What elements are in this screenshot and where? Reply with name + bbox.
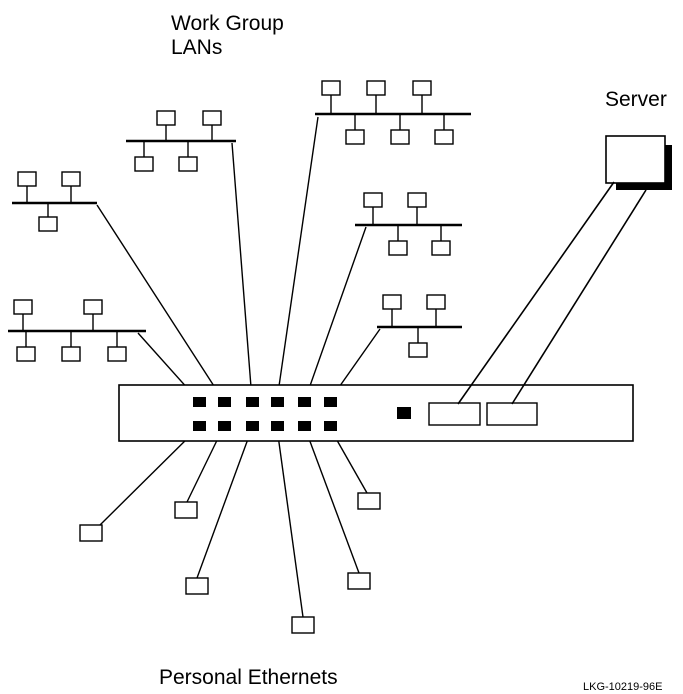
switch-ports-bottom (193, 421, 337, 431)
workgroup-lan-3 (315, 80, 471, 145)
workgroup-lans-label: Work Group LANs (171, 12, 284, 60)
workgroup-lan-6 (377, 294, 462, 358)
workgroup-lan-4 (355, 192, 462, 256)
switch-uplink-port-2 (486, 402, 538, 426)
personal-links (99, 427, 368, 618)
workgroup-lan-1 (12, 171, 97, 232)
workgroup-lan-2 (126, 110, 236, 172)
server-label: Server (605, 88, 667, 111)
server-links (457, 181, 647, 405)
switch-indicator (397, 407, 411, 419)
personal-stations (79, 492, 381, 634)
server-icon (605, 135, 672, 190)
switch-ports-top (193, 397, 337, 407)
workgroup-label-line-1: Work Group (171, 12, 284, 35)
lan-links (96, 116, 381, 401)
workgroup-lan-5 (8, 299, 146, 362)
workgroup-label-line-2: LANs (171, 36, 223, 59)
personal-ethernets-label: Personal Ethernets (159, 666, 338, 689)
switch-uplink-port-1 (428, 402, 481, 426)
figure-code-label: LKG-10219-96E (583, 681, 663, 693)
switch-chassis (118, 384, 634, 442)
